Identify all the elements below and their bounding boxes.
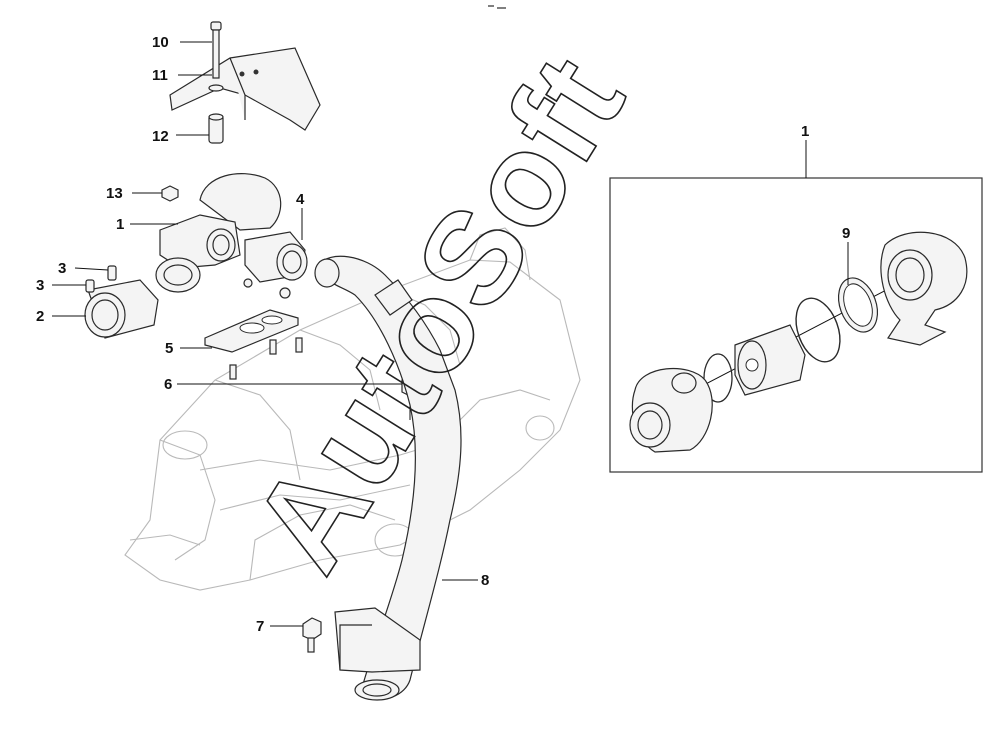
spacer-12 bbox=[208, 113, 224, 144]
exploded-turbo-parts bbox=[629, 231, 968, 453]
leader-lines bbox=[52, 41, 849, 627]
intake-hose-2 bbox=[84, 279, 159, 339]
label-4: 4 bbox=[296, 191, 305, 208]
bolt-7 bbox=[302, 617, 322, 653]
label-9: 9 bbox=[842, 225, 850, 242]
clamp-3 bbox=[85, 265, 117, 293]
label-13: 13 bbox=[106, 185, 123, 202]
washer-11 bbox=[208, 84, 224, 92]
label-3-upper: 3 bbox=[58, 260, 66, 277]
label-3-lower: 3 bbox=[36, 277, 44, 294]
manifold-studs bbox=[229, 337, 303, 380]
nut-13 bbox=[161, 185, 179, 202]
label-6: 6 bbox=[164, 376, 172, 393]
heat-shield bbox=[169, 47, 321, 131]
label-11: 11 bbox=[152, 67, 168, 84]
label-7: 7 bbox=[256, 618, 264, 635]
pipe-8 bbox=[314, 255, 462, 701]
label-5: 5 bbox=[165, 340, 173, 357]
label-2: 2 bbox=[36, 308, 44, 325]
gasket-5 bbox=[204, 309, 299, 353]
label-8: 8 bbox=[481, 572, 489, 589]
label-10: 10 bbox=[152, 34, 169, 51]
label-1-box: 1 bbox=[801, 123, 809, 140]
bolt-10 bbox=[210, 21, 222, 79]
top-mark bbox=[488, 5, 506, 9]
label-1-left: 1 bbox=[116, 216, 124, 233]
bracket bbox=[334, 607, 421, 673]
callout-labels: 10 11 12 13 1 4 3 3 2 5 6 7 8 1 9 bbox=[36, 34, 850, 635]
label-12: 12 bbox=[152, 128, 169, 145]
exploded-view-box bbox=[609, 177, 983, 473]
turbocharger-assembly bbox=[155, 173, 308, 299]
